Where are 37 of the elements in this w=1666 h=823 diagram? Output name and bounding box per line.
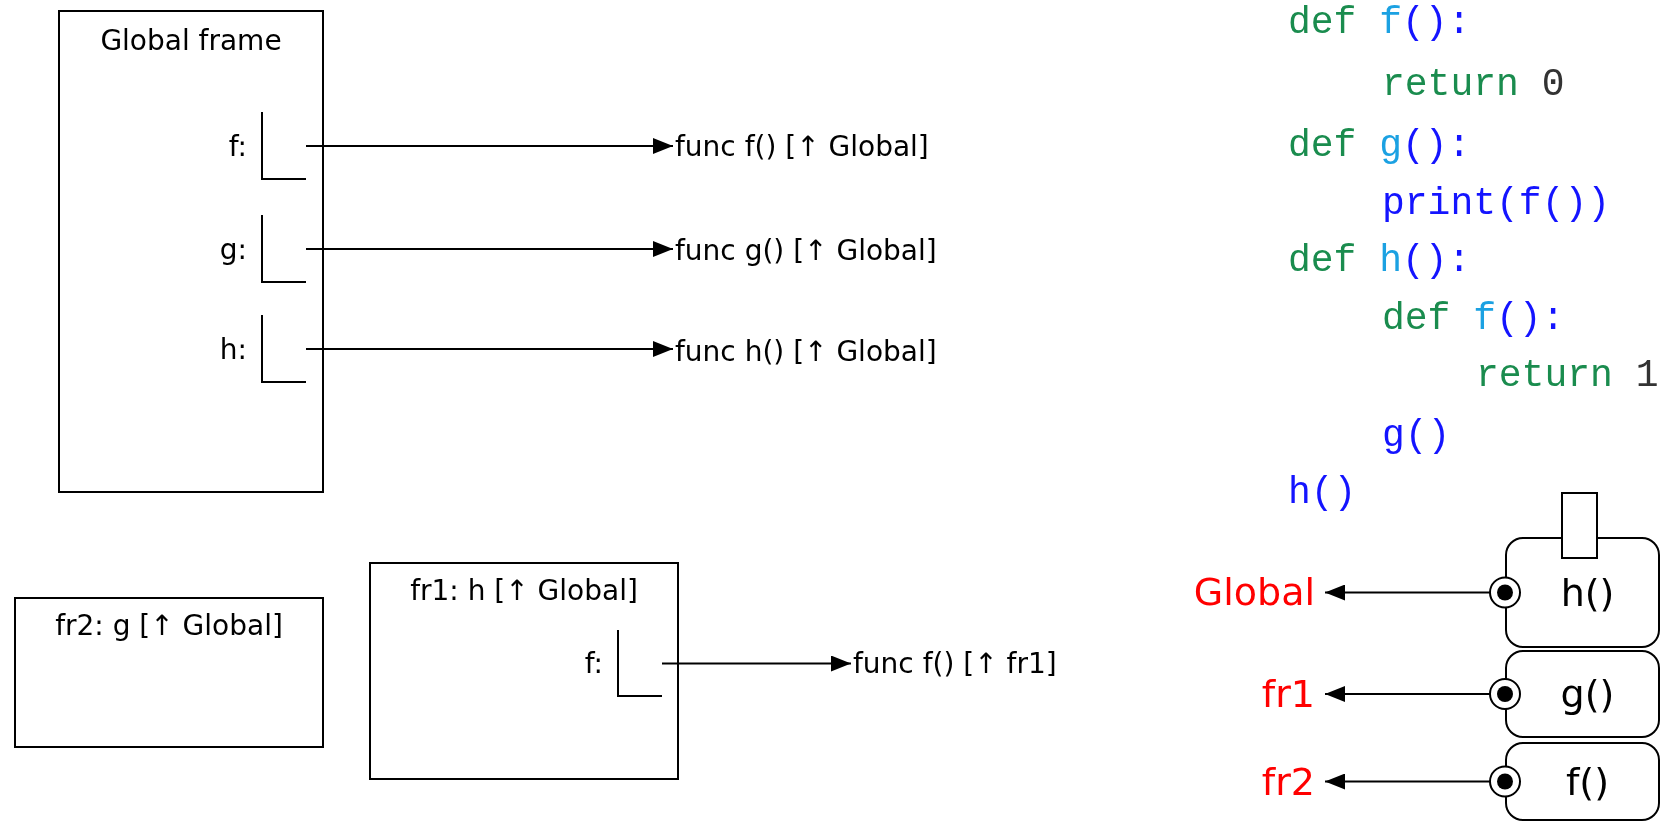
code-line: def f(): (1382, 296, 1565, 342)
function-value-label: func g() [↑ Global] (675, 230, 1005, 270)
frame-title: fr2: g [↑ Global] (54, 609, 284, 642)
code-line: g() (1382, 413, 1451, 459)
parent-frame-label: Global (1100, 566, 1315, 618)
function-call-label: f() (1566, 759, 1609, 804)
code-line: print(f()) (1382, 181, 1611, 227)
code-line: def g(): (1288, 123, 1471, 169)
code-line: h() (1288, 470, 1357, 516)
arrow (305, 138, 674, 154)
code-line: def h(): (1288, 238, 1471, 284)
variable-name: h: (219, 332, 247, 366)
arrow (305, 341, 674, 357)
function-value-label: func h() [↑ Global] (675, 331, 1005, 371)
call-stack-frame (1505, 742, 1660, 821)
arrow (1324, 576, 1521, 609)
function-value-label: func f() [↑ Global] (675, 126, 1005, 166)
frame-title: fr1: h [↑ Global] (409, 574, 639, 607)
code-line: return 1 (1476, 353, 1659, 399)
variable-name: f: (228, 129, 247, 163)
code-line: return 0 (1382, 62, 1565, 108)
call-stack-frame (1505, 537, 1660, 648)
arrow (305, 241, 674, 257)
arrow (661, 655, 852, 672)
variable-name: g: (219, 232, 247, 266)
function-call-label: g() (1560, 672, 1615, 716)
function-call-label: h() (1560, 570, 1615, 615)
parent-frame-label: fr2 (1100, 752, 1315, 812)
frame-box (58, 10, 324, 493)
arrow (1324, 765, 1521, 798)
frame-box (369, 562, 679, 780)
variable-name: f: (584, 647, 603, 680)
code-line: def f(): (1288, 0, 1471, 46)
frame-box (14, 597, 324, 748)
frame-title: Global frame (99, 24, 283, 57)
call-stack-frame (1505, 650, 1660, 738)
arrow (1324, 678, 1521, 710)
